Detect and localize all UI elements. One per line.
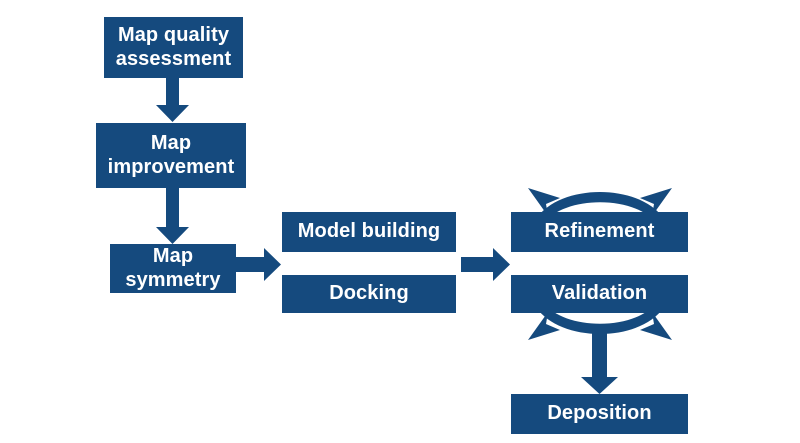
node-deposition[interactable]: Deposition [511, 394, 688, 434]
cycle-arc-bottom-right-arrowhead [640, 312, 672, 340]
arrow-map-improvement-to-map-symmetry [156, 188, 189, 244]
cycle-arc-top [536, 192, 664, 224]
node-label: Validation [551, 282, 648, 305]
node-label: Refinement [544, 220, 655, 243]
node-map-quality-assessment[interactable]: Map quality assessment [104, 17, 243, 78]
arrow-validation-to-deposition [581, 327, 618, 394]
node-validation[interactable]: Validation [511, 275, 688, 313]
arrow-map-quality-to-map-improvement [156, 78, 189, 122]
node-label: Map quality assessment [115, 23, 232, 70]
cycle-arc-top-right-arrowhead [640, 188, 672, 216]
node-label: Map symmetry [125, 244, 221, 291]
node-label: Model building [297, 220, 441, 243]
node-label: Docking [329, 282, 409, 305]
cycle-arc-bottom [536, 302, 664, 334]
node-label: Deposition [547, 402, 652, 425]
arrow-map-symmetry-to-model-building [236, 248, 281, 281]
node-map-improvement[interactable]: Map improvement [96, 123, 246, 188]
node-map-symmetry[interactable]: Map symmetry [110, 244, 236, 293]
cycle-arc-top-left-arrowhead [528, 188, 560, 216]
arrow-model-building-to-refinement [461, 248, 510, 281]
node-refinement[interactable]: Refinement [511, 212, 688, 252]
node-docking[interactable]: Docking [282, 275, 456, 313]
node-model-building[interactable]: Model building [282, 212, 456, 252]
node-label: Map improvement [107, 131, 235, 178]
cycle-arc-bottom-left-arrowhead [528, 312, 560, 340]
